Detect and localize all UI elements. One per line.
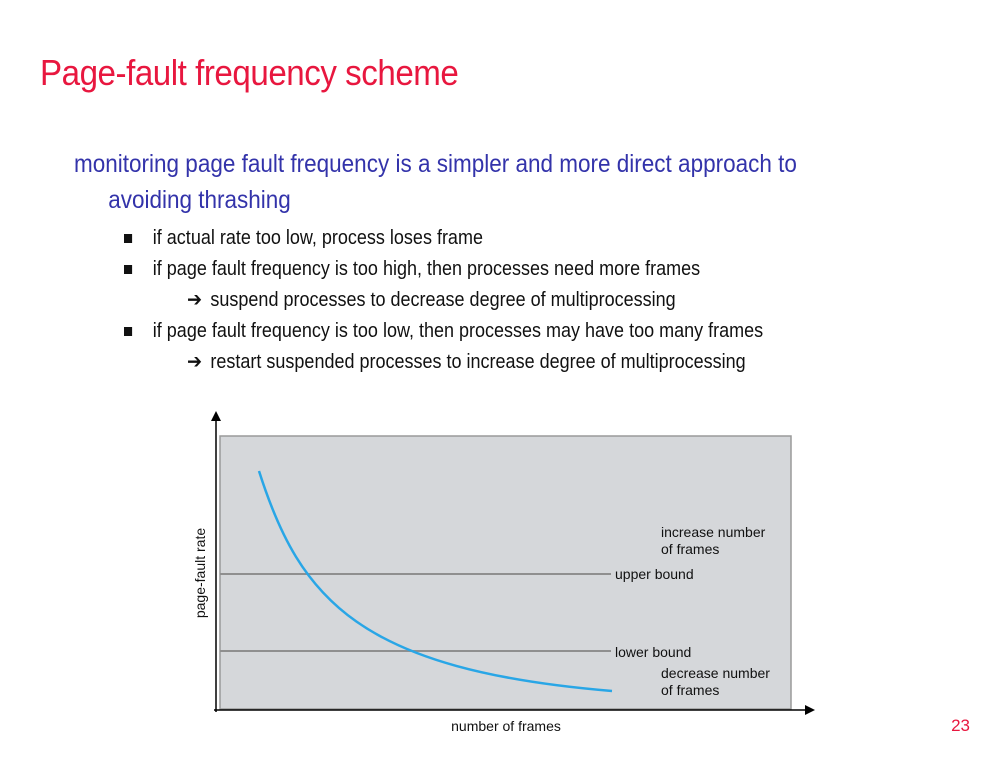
square-bullet-icon [124,234,133,243]
page-number: 23 [951,716,970,735]
lower-bound-label: lower bound [615,644,691,660]
bullet-list: if actual rate too low, process loses fr… [124,223,898,378]
sub-bullet-item: ➔ suspend processes to decrease degree of… [124,285,898,316]
page-fault-curve [257,470,613,693]
sub-bullet-item: ➔ restart suspended processes to increase… [124,347,898,378]
bullet-item: if page fault frequency is too high, the… [124,254,898,285]
y-axis-label: page-fault rate [192,528,208,618]
bullet-item: if page fault frequency is too low, then… [124,316,898,347]
decrease-label-line-1: decrease number [661,665,770,681]
bullet-text: if actual rate too low, process loses fr… [152,227,483,249]
upper-bound-label: upper bound [615,566,694,582]
bullet-text: if page fault frequency is too high, the… [152,258,701,280]
bullet-text: if page fault frequency is too low, then… [152,320,764,342]
square-bullet-icon [124,327,133,336]
bullet-item: if actual rate too low, process loses fr… [124,223,898,254]
lead-paragraph: monitoring page fault frequency is a sim… [74,146,884,218]
right-arrow-icon: ➔ [187,351,203,373]
lead-line-1: monitoring page fault frequency is a sim… [74,150,797,178]
sub-bullet-text: suspend processes to decrease degree of … [210,289,676,311]
right-arrow-icon: ➔ [187,289,203,311]
decrease-label-line-2: of frames [661,682,719,698]
plot-area [219,435,792,710]
lead-line-2: avoiding thrashing [108,186,291,214]
increase-label-line-2: of frames [661,541,719,557]
slide-title: Page-fault frequency scheme [40,52,459,93]
sub-bullet-text: restart suspended processes to increase … [210,351,746,373]
x-axis-label: number of frames [451,718,561,734]
square-bullet-icon [124,265,133,274]
increase-label-line-1: increase number [661,524,766,540]
